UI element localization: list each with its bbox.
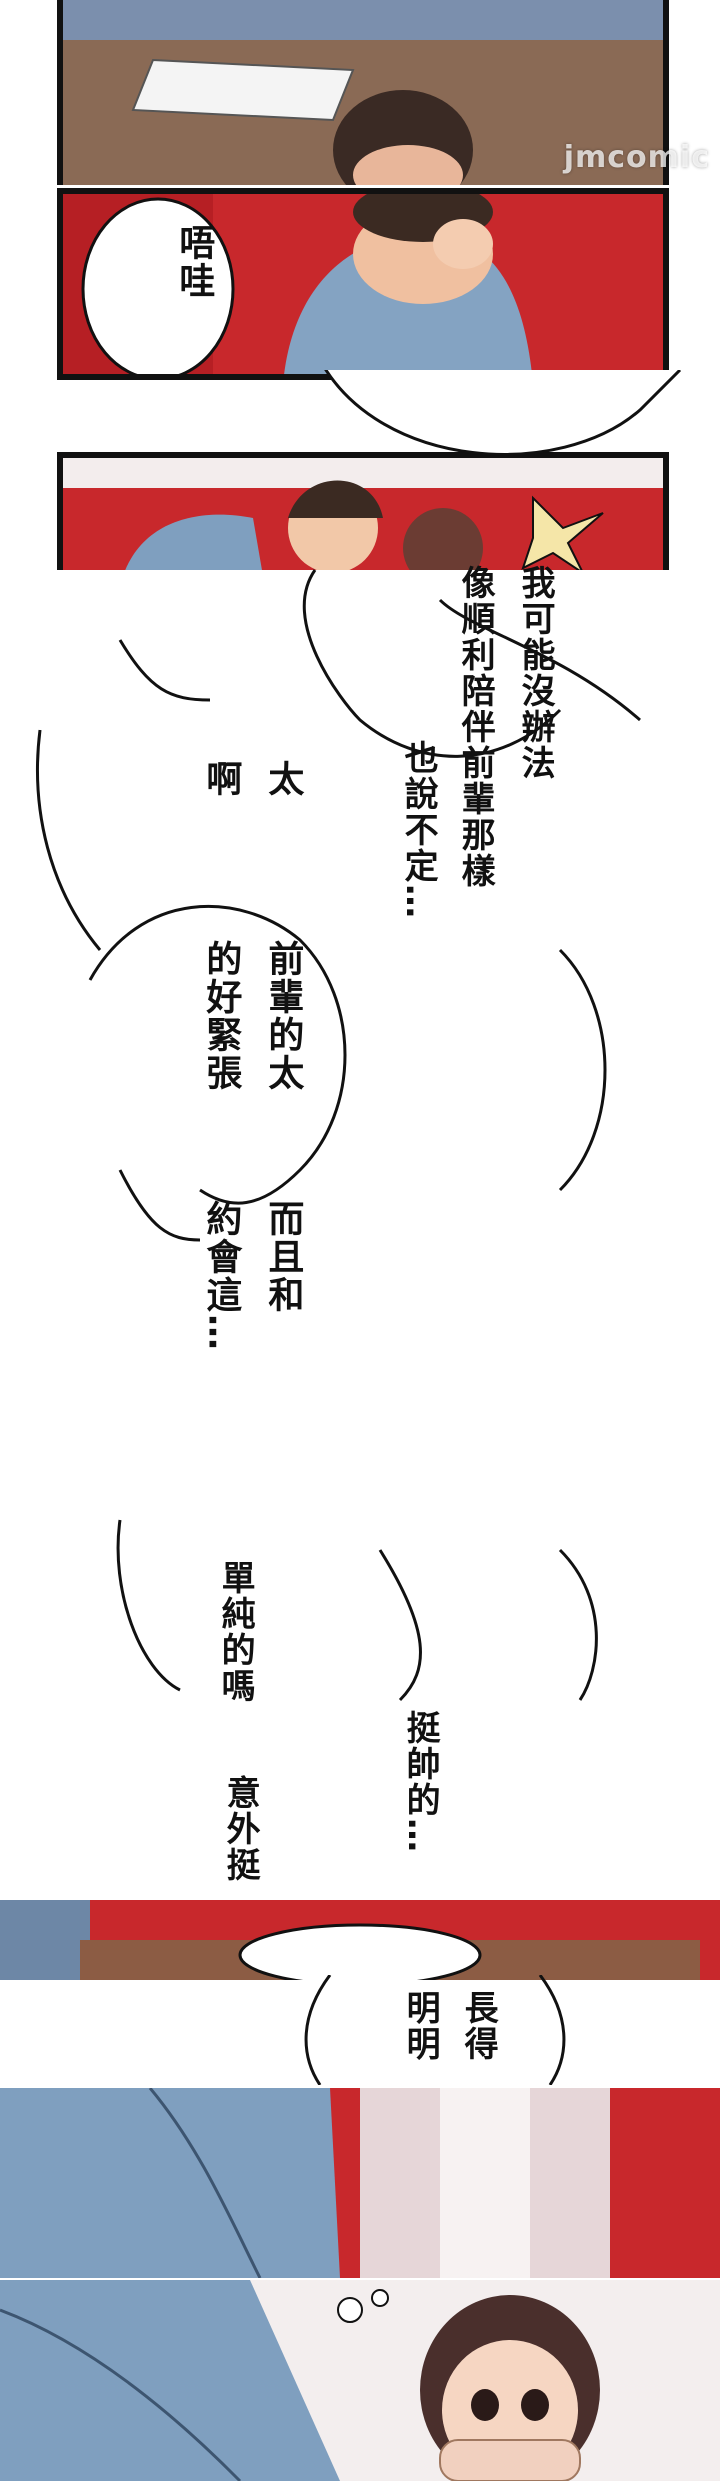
panel-6 (0, 2280, 720, 2481)
panel-2: 唔哇 (57, 188, 669, 380)
bubble-7-line-1: 意外挺 (220, 1775, 261, 1883)
bubble-1-line-2: 像順利陪伴前輩那樣 (455, 565, 496, 889)
panel-4 (0, 1900, 720, 1980)
bubble-1-line-3: 也說不定… (398, 740, 439, 920)
bubble-6-line-1: 挺帥的… (400, 1710, 441, 1854)
panel-6-art (0, 2280, 720, 2481)
bubble-outlines (36, 370, 682, 1702)
bubble-4-line-1: 而且和 (262, 1200, 304, 1314)
panel-3 (57, 452, 669, 570)
sfx-text: 唔哇 (173, 224, 215, 300)
bubble-1-line-1: 我可能沒辦法 (515, 565, 556, 781)
bubble-8-line-2: 明明 (400, 1990, 441, 2062)
bubble-3-line-2: 的好緊張 (200, 940, 242, 1092)
panel-1-art (63, 0, 663, 185)
panel-4-art (0, 1900, 720, 1980)
bubble-5-line-1: 單純的嗎 (215, 1560, 256, 1704)
panel-3-art (63, 458, 663, 570)
bubble-4-line-2: 約會這… (200, 1200, 242, 1352)
bubble-2-line-1: 太 (262, 760, 304, 798)
bubble-3-line-1: 前輩的太 (262, 940, 304, 1092)
bubble-8-line-1: 長得 (458, 1990, 499, 2062)
bubble-2-line-2: 啊 (200, 760, 242, 798)
bubble-8-outline (304, 1975, 566, 2085)
watermark: jmcomic (563, 140, 710, 175)
panel-5 (0, 2088, 720, 2278)
panel-2-art (63, 194, 663, 374)
panel-5-art (0, 2088, 720, 2278)
panel-1 (57, 0, 669, 185)
